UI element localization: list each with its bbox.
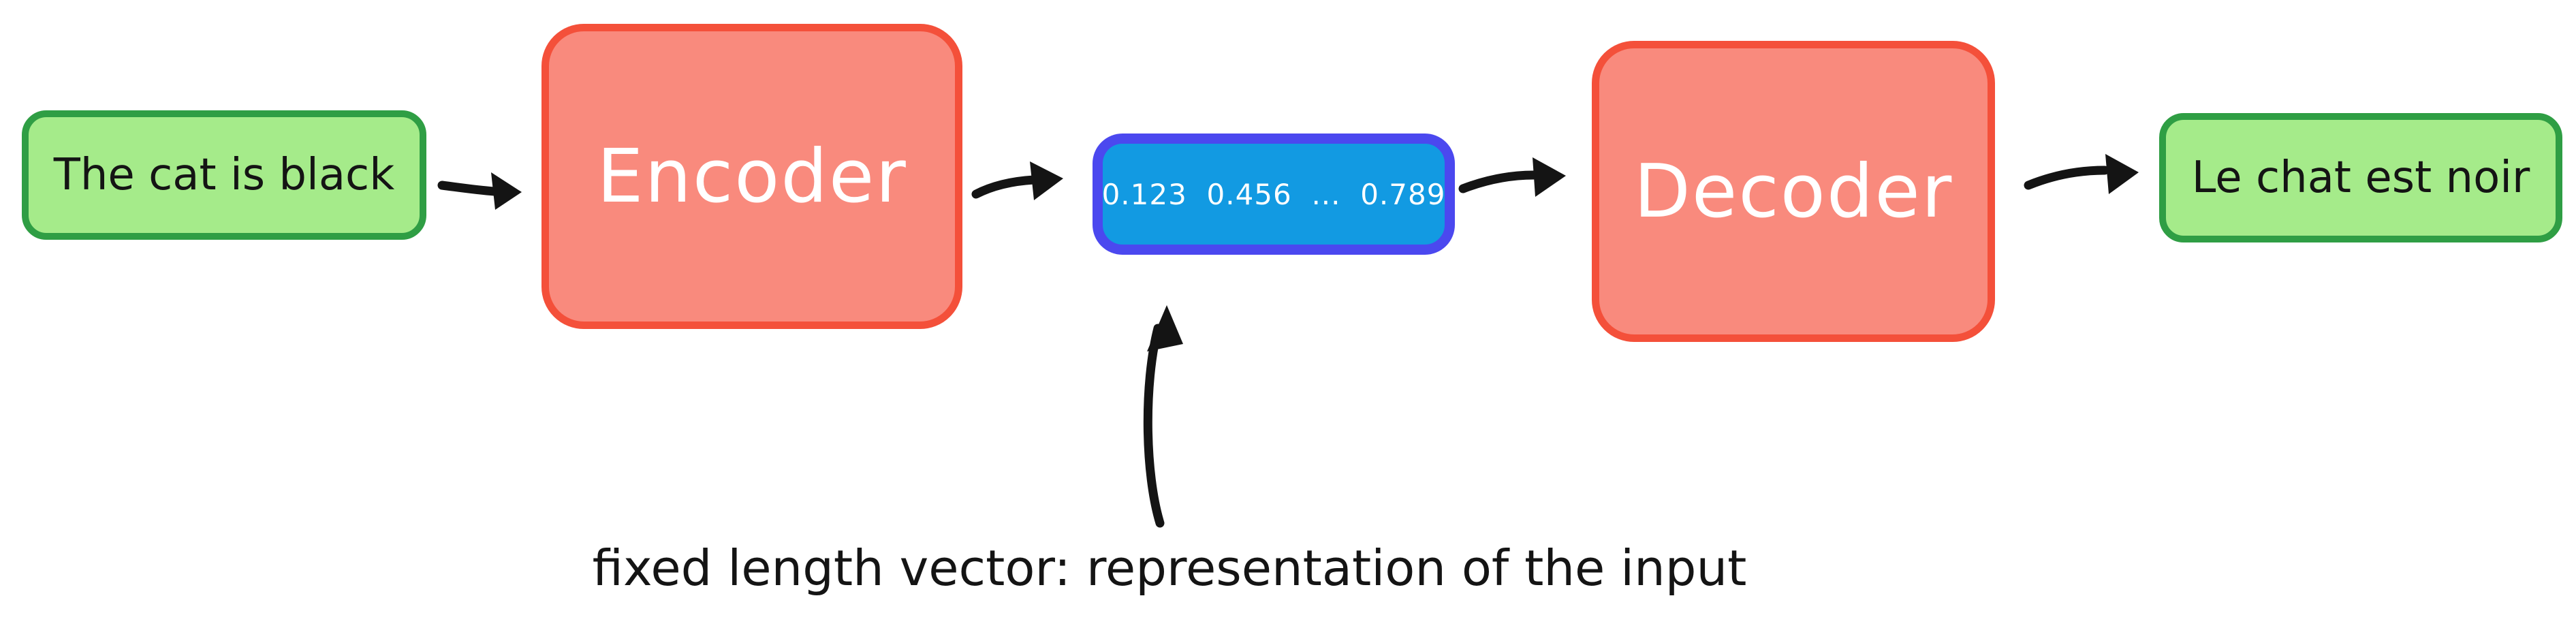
input-sentence-label: The cat is black <box>53 150 395 200</box>
arrow-right-encoder-to-vector-icon <box>971 161 1063 200</box>
vector-caption: fixed length vector: representation of t… <box>592 539 1747 597</box>
arrow-right-vector-to-decoder-icon <box>1458 157 1566 197</box>
arrow-right-decoder-to-output-icon <box>2024 154 2139 194</box>
node-output-sentence: Le chat est noir <box>2159 113 2562 242</box>
arrow-right-input-to-encoder-icon <box>437 172 522 210</box>
output-sentence-label: Le chat est noir <box>2191 153 2530 203</box>
encoder-label: Encoder <box>597 134 907 219</box>
node-input-sentence: The cat is black <box>22 110 426 240</box>
node-encoder: Encoder <box>541 24 962 329</box>
arrow-up-caption-to-vector-icon <box>1143 305 1183 528</box>
node-fixed-length-vector: 0.123 0.456 ... 0.789 <box>1093 134 1455 255</box>
vector-values-label: 0.123 0.456 ... 0.789 <box>1101 177 1446 211</box>
node-decoder: Decoder <box>1592 41 1995 342</box>
decoder-label: Decoder <box>1633 148 1953 234</box>
